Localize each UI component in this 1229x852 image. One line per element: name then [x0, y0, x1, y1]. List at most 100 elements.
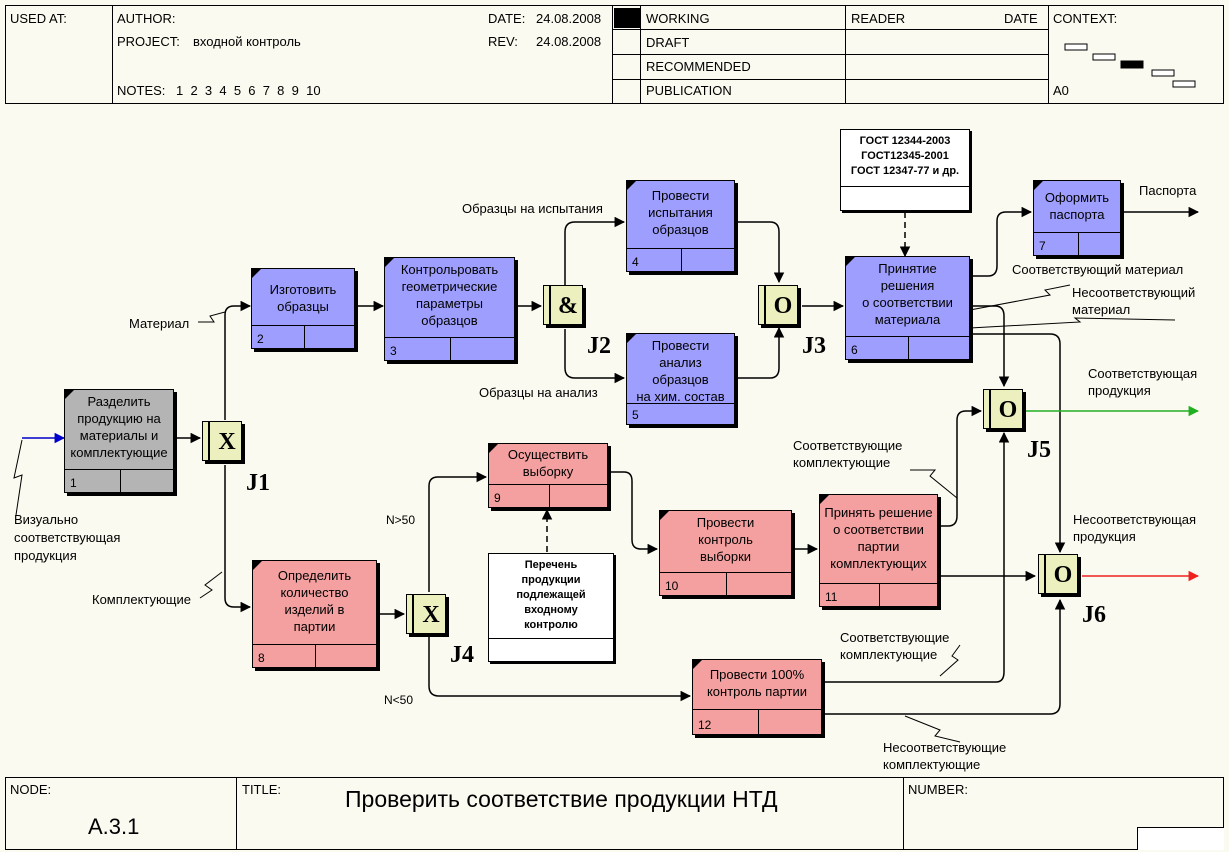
label-samples-analysis: Образцы на анализ: [479, 385, 598, 400]
arrow-4-to-j3: [735, 221, 785, 284]
activity-2-footer: 2: [252, 325, 354, 348]
activity-7-number: 7: [1039, 239, 1046, 253]
junction-j3-symbol: O: [773, 293, 793, 319]
context-thumbnail: [1064, 43, 1196, 88]
junction-j6[interactable]: O: [1038, 554, 1078, 594]
junction-j6-symbol: O: [1053, 562, 1073, 588]
activity-1-footer: 1: [65, 469, 173, 492]
arrow-j2-to-5: [564, 329, 626, 384]
squiggle-nonmatching-material: [969, 284, 1071, 311]
activity-7-corner: [1034, 181, 1043, 190]
arrow-5-to-j3: [735, 326, 785, 379]
activity-8[interactable]: Определить количество изделий в партии 8: [252, 560, 377, 668]
arrow-12-to-j6: [822, 598, 1066, 715]
activity-11[interactable]: Принять решение о соответствии партии ко…: [819, 494, 938, 607]
rev-value: 24.08.2008: [536, 34, 602, 49]
label-nonmatching-components: Несоответствующие комплектующие: [883, 740, 1007, 772]
activity-3-number: 3: [390, 344, 397, 358]
activity-2[interactable]: Изготовить образцы 2: [251, 268, 355, 349]
activity-5-number: 5: [632, 408, 639, 422]
status-working: WORKING: [646, 11, 710, 26]
squiggle-matching-components-2: [939, 644, 961, 677]
number-label: NUMBER:: [908, 782, 968, 797]
activity-6-label: Принятие решения о соответствии материал…: [862, 261, 953, 327]
activity-12[interactable]: Провести 100% контроль партии 12: [692, 659, 822, 735]
label-n-lt-50: N<50: [384, 693, 414, 707]
arrow-j4-to-9: [428, 471, 488, 592]
status-draft: DRAFT: [646, 35, 690, 50]
activity-5[interactable]: Провести анализ образцов на хим. состав …: [626, 333, 735, 425]
squiggle-nonmatching-components: [904, 715, 961, 743]
arrow-j4-to-12: [428, 636, 692, 702]
squiggle-matching-components-1: [910, 469, 958, 499]
rev-label: REV:: [488, 34, 518, 49]
activity-2-label: Изготовить образцы: [269, 282, 337, 314]
activity-3-corner: [385, 258, 394, 267]
note-gost-text: ГОСТ 12344-2003 ГОСТ12345-2001 ГОСТ 1234…: [850, 135, 960, 177]
label-n-gt-50: N>50: [386, 513, 416, 527]
activity-1-corner: [65, 390, 74, 399]
activity-10-number: 10: [665, 579, 679, 593]
label-matching-material: Соответствующий материал: [1012, 262, 1184, 277]
arrow-6-to-7: [970, 206, 1033, 277]
activity-11-number: 11: [825, 590, 838, 604]
junction-j2[interactable]: &: [543, 285, 583, 325]
arrow-12-to-j5: [822, 431, 1010, 683]
label-material: Материал: [129, 316, 190, 331]
junction-j1-symbol: X: [218, 429, 236, 455]
activity-7[interactable]: Оформить паспорта 7: [1033, 180, 1121, 256]
junction-j3[interactable]: O: [758, 285, 798, 325]
activity-8-corner: [253, 561, 262, 570]
junction-j5[interactable]: O: [983, 389, 1023, 429]
junction-j2-symbol: &: [558, 293, 578, 319]
reader-label: READER: [851, 11, 906, 26]
activity-10-corner: [660, 511, 669, 520]
squiggle-visual: [13, 439, 23, 516]
activity-4-number: 4: [632, 255, 639, 269]
activity-9-corner: [489, 444, 498, 453]
activity-6[interactable]: Принятие решения о соответствии материал…: [845, 256, 970, 360]
junction-j1[interactable]: X: [202, 421, 242, 461]
activity-3-label: Контрольровать геометрические параметры …: [400, 262, 499, 328]
note-product-list-text: Перечень продукции подлежащей входному к…: [516, 559, 586, 631]
junction-j4[interactable]: X: [406, 594, 446, 634]
note-gost[interactable]: ГОСТ 12344-2003 ГОСТ12345-2001 ГОСТ 1234…: [840, 129, 970, 211]
project-value: входной контроль: [193, 34, 301, 49]
note-product-list-footer: [489, 638, 613, 661]
squiggle-material: [198, 311, 226, 323]
activity-5-label: Провести анализ образцов на хим. состав: [636, 338, 725, 404]
activity-1-number: 1: [70, 476, 77, 490]
label-nonmatching-material: Несоответствующий материал: [1072, 285, 1196, 317]
junction-j5-symbol: O: [998, 397, 1018, 423]
context-node: A0: [1053, 83, 1069, 98]
activity-5-footer: 5: [627, 403, 734, 424]
activity-10[interactable]: Провести контроль выборки 10: [659, 510, 792, 596]
junction-j5-label: J5: [1027, 437, 1051, 463]
activity-3[interactable]: Контрольровать геометрические параметры …: [384, 257, 515, 361]
activity-4-label: Провести испытания образцов: [648, 188, 713, 237]
note-gost-footer: [841, 186, 969, 210]
date-value: 24.08.2008: [536, 11, 602, 26]
arrow-j1-to-2: [224, 300, 252, 420]
date-label: DATE:: [488, 11, 526, 26]
label-nonmatching-products: Несоответствующая продукция: [1073, 512, 1197, 544]
node-value: A.3.1: [88, 814, 140, 839]
activity-4[interactable]: Провести испытания образцов 4: [626, 180, 735, 272]
activity-12-number: 12: [698, 718, 712, 732]
activity-4-footer: 4: [627, 248, 734, 271]
activity-6-footer: 6: [846, 336, 969, 359]
footer-corner-box: [1137, 827, 1224, 850]
context-cell: [1048, 5, 1224, 104]
note-product-list[interactable]: Перечень продукции подлежащей входному к…: [488, 553, 614, 662]
reader-row-line-3: [846, 79, 1048, 80]
arrow-6-to-j5: [970, 305, 1010, 388]
squiggle-nonmatching-material-2: [969, 317, 1176, 329]
activity-9[interactable]: Осуществить выборку 9: [488, 443, 608, 508]
activity-6-number: 6: [851, 343, 858, 357]
title-label: TITLE:: [242, 782, 282, 797]
activity-1[interactable]: Разделить продукцию на материалы и компл…: [64, 389, 174, 493]
activity-11-footer: 11: [820, 583, 937, 606]
reader-row-line-1: [846, 29, 1048, 30]
